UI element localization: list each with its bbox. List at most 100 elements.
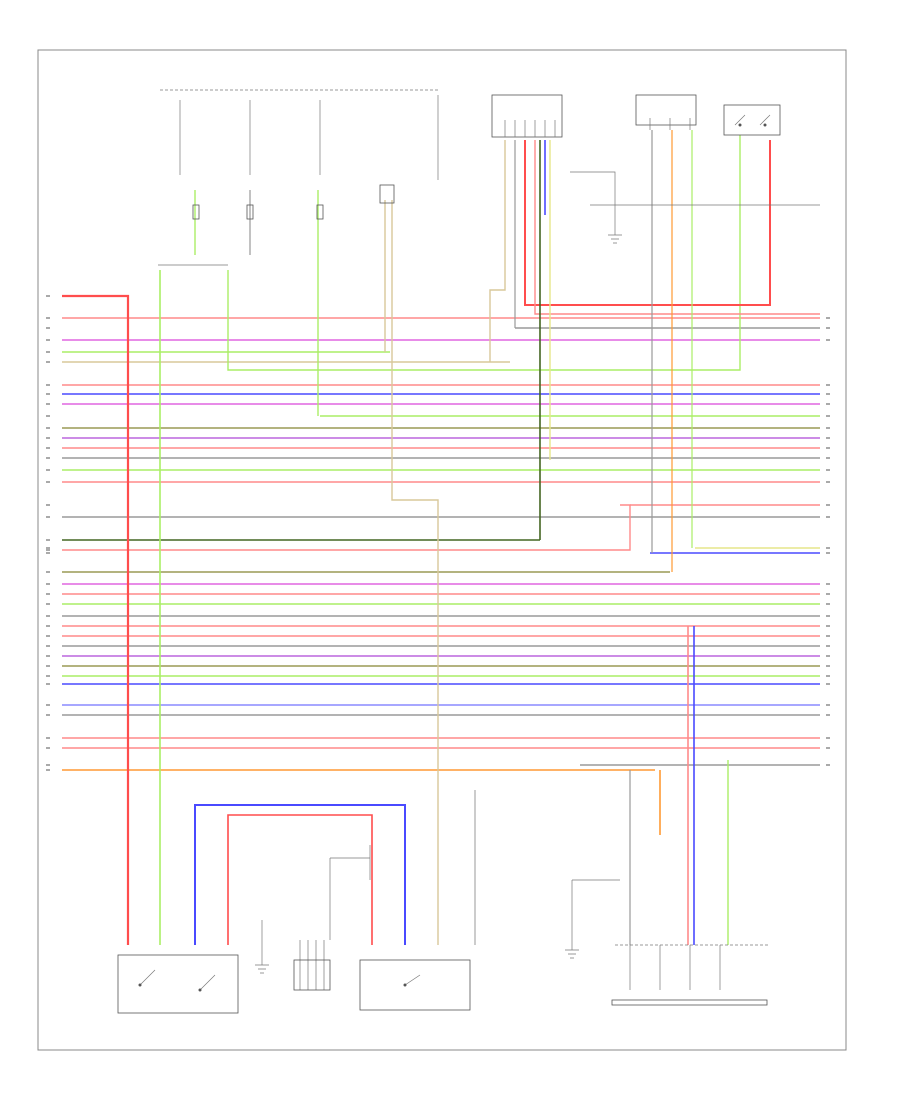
- left-pin-tick: [46, 635, 50, 637]
- left-pin-tick: [46, 317, 50, 319]
- left-pin-markers: [46, 295, 50, 771]
- right-pin-tick: [826, 583, 830, 585]
- fuse-2: [246, 204, 254, 220]
- left-pin-tick: [46, 415, 50, 417]
- left-pin-tick: [46, 683, 50, 685]
- left-pin-tick: [46, 769, 50, 771]
- right-pin-tick: [826, 516, 830, 518]
- wire-red-loop: [227, 814, 373, 945]
- left-pin-tick: [46, 403, 50, 405]
- right-pin-tick: [826, 457, 830, 459]
- right-pin-tick: [826, 593, 830, 595]
- right-pin-tick: [826, 427, 830, 429]
- wire-green-loop: [227, 135, 741, 371]
- right-pin-tick: [826, 469, 830, 471]
- left-pin-tick: [46, 714, 50, 716]
- left-pin-tick: [46, 427, 50, 429]
- wire-pink-top: [534, 140, 820, 315]
- wire-blue-loop: [194, 804, 406, 945]
- fuse-4: [379, 184, 395, 204]
- right-pin-tick: [826, 384, 830, 386]
- top-left-fuse-block: [158, 89, 440, 266]
- right-pin-tick: [826, 327, 830, 329]
- diagram-frame: [37, 49, 847, 1051]
- left-pin-tick: [46, 665, 50, 667]
- left-pin-tick: [46, 339, 50, 341]
- ground-symbol-bottom-left: [255, 920, 269, 974]
- top-right-switch: [723, 104, 781, 136]
- ground-symbol-bottom-right: [565, 879, 620, 959]
- left-pin-tick: [46, 737, 50, 739]
- bottom-right-box: [611, 944, 768, 1006]
- left-pin-tick: [46, 539, 50, 541]
- right-pin-tick: [826, 403, 830, 405]
- left-pin-tick: [46, 603, 50, 605]
- fuse-1: [192, 204, 200, 220]
- left-pin-tick: [46, 361, 50, 363]
- left-pin-tick: [46, 504, 50, 506]
- top-right-connector: [635, 94, 697, 130]
- left-pin-tick: [46, 655, 50, 657]
- left-pin-tick: [46, 571, 50, 573]
- left-pin-tick: [46, 516, 50, 518]
- right-pin-tick: [826, 317, 830, 319]
- right-pin-tick: [826, 393, 830, 395]
- left-pin-tick: [46, 583, 50, 585]
- left-pin-tick: [46, 675, 50, 677]
- wire-tan-2: [391, 200, 439, 945]
- fuse-3: [316, 204, 324, 220]
- right-pin-tick: [826, 645, 830, 647]
- right-pin-tick: [826, 714, 830, 716]
- left-pin-tick: [46, 393, 50, 395]
- right-pin-tick: [826, 665, 830, 667]
- right-pin-tick: [826, 764, 830, 766]
- right-pin-tick: [826, 683, 830, 685]
- right-pin-tick: [826, 655, 830, 657]
- left-pin-tick: [46, 351, 50, 353]
- bottom-center-box: [329, 845, 471, 1011]
- right-pin-tick: [826, 737, 830, 739]
- wire-red-top: [524, 140, 771, 306]
- right-pin-tick: [826, 552, 830, 554]
- wire-red-main: [62, 294, 130, 945]
- diode-pack: [293, 940, 331, 991]
- left-pin-tick: [46, 764, 50, 766]
- right-pin-tick: [826, 415, 830, 417]
- wire-tan-3: [489, 140, 506, 362]
- left-pin-tick: [46, 552, 50, 554]
- right-pin-tick: [826, 704, 830, 706]
- left-pin-tick: [46, 457, 50, 459]
- right-pin-tick: [826, 504, 830, 506]
- right-pin-tick: [826, 437, 830, 439]
- left-pin-tick: [46, 547, 50, 549]
- right-pin-tick: [826, 603, 830, 605]
- left-pin-tick: [46, 437, 50, 439]
- right-pin-tick: [826, 635, 830, 637]
- left-pin-tick: [46, 549, 50, 551]
- right-pin-tick: [826, 625, 830, 627]
- right-pin-tick: [826, 339, 830, 341]
- left-pin-tick: [46, 625, 50, 627]
- right-pin-tick: [826, 615, 830, 617]
- right-pin-tick: [826, 547, 830, 549]
- right-pin-markers: [826, 317, 830, 766]
- left-pin-tick: [46, 704, 50, 706]
- ground-symbol-top: [570, 171, 820, 244]
- left-pin-tick: [46, 645, 50, 647]
- left-pin-tick: [46, 615, 50, 617]
- left-pin-tick: [46, 481, 50, 483]
- left-pin-tick: [46, 593, 50, 595]
- right-pin-tick: [826, 447, 830, 449]
- left-pin-tick: [46, 295, 50, 297]
- right-pin-tick: [826, 747, 830, 749]
- right-pin-tick: [826, 675, 830, 677]
- wire-pink-jog: [620, 504, 631, 551]
- left-pin-tick: [46, 384, 50, 386]
- wire-layer: [62, 130, 820, 945]
- left-pin-tick: [46, 747, 50, 749]
- bottom-left-relay-box: [117, 954, 239, 1014]
- left-pin-tick: [46, 327, 50, 329]
- top-center-connector: [491, 94, 563, 138]
- left-pin-tick: [46, 469, 50, 471]
